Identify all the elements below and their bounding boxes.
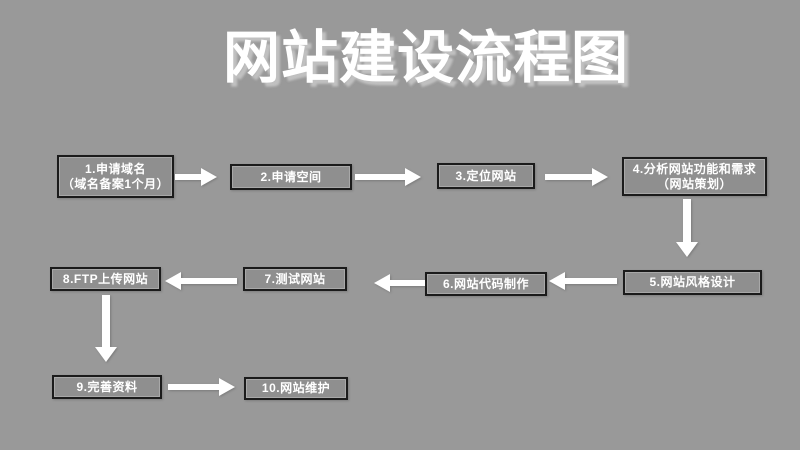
arrow-shaft xyxy=(563,278,617,284)
arrow-head xyxy=(592,168,608,186)
arrow-shaft xyxy=(683,199,691,244)
arrow-step1-to-step2-icon xyxy=(175,168,217,186)
arrow-shaft xyxy=(388,280,425,286)
flow-box-step-8: 8.FTP上传网站 xyxy=(50,267,161,291)
flow-box-label: （网站策划） xyxy=(656,176,732,191)
arrow-step9-to-step10-icon xyxy=(168,378,235,396)
arrow-head xyxy=(95,347,117,362)
arrow-shaft xyxy=(545,174,594,180)
arrow-step7-to-step8-icon xyxy=(165,272,237,290)
flow-box-step-6: 6.网站代码制作 xyxy=(425,272,547,296)
arrow-shaft xyxy=(355,174,407,180)
flow-box-label: 9.完善资料 xyxy=(76,379,138,394)
arrow-head xyxy=(374,274,390,292)
arrow-head xyxy=(165,272,181,290)
flow-box-step-9: 9.完善资料 xyxy=(52,375,162,399)
arrow-head xyxy=(676,242,698,257)
flow-box-label: 10.网站维护 xyxy=(261,381,331,395)
page-title: 网站建设流程图 xyxy=(223,24,629,91)
flow-box-label: （域名备案1个月） xyxy=(61,176,170,191)
arrow-step6-to-step7-icon xyxy=(374,274,425,292)
arrow-step3-to-step4-icon xyxy=(545,168,608,186)
flow-box-label: 5.网站风格设计 xyxy=(649,275,736,289)
arrow-step4-to-step5-icon xyxy=(676,199,698,257)
flow-box-step-10: 10.网站维护 xyxy=(244,377,348,400)
arrow-step2-to-step3-icon xyxy=(355,168,421,186)
flow-box-step-5: 5.网站风格设计 xyxy=(623,270,762,295)
flow-box-step-1: 1.申请域名 （域名备案1个月） xyxy=(57,155,174,198)
arrow-step5-to-step6-icon xyxy=(549,272,617,290)
flow-box-label: 7.测试网站 xyxy=(264,271,326,286)
flow-box-label: 8.FTP上传网站 xyxy=(62,271,149,286)
arrow-head xyxy=(201,168,217,186)
flow-box-step-3: 3.定位网站 xyxy=(437,163,535,189)
arrow-head xyxy=(405,168,421,186)
arrow-step8-to-step9-icon xyxy=(95,295,117,362)
arrow-shaft xyxy=(179,278,237,284)
arrow-shaft xyxy=(102,295,110,349)
flow-box-step-7: 7.测试网站 xyxy=(243,267,347,291)
arrow-head xyxy=(219,378,235,396)
arrow-shaft xyxy=(168,384,221,390)
flow-box-label: 1.申请域名 xyxy=(84,161,146,176)
flow-box-step-2: 2.申请空间 xyxy=(230,164,352,190)
arrow-shaft xyxy=(175,174,203,180)
flow-box-label: 3.定位网站 xyxy=(455,168,517,183)
flow-box-label: 4.分析网站功能和需求 xyxy=(632,161,757,176)
flow-box-label: 2.申请空间 xyxy=(260,169,322,184)
flow-box-label: 6.网站代码制作 xyxy=(442,276,529,291)
arrow-head xyxy=(549,272,565,290)
flow-box-step-4: 4.分析网站功能和需求 （网站策划） xyxy=(622,157,767,196)
